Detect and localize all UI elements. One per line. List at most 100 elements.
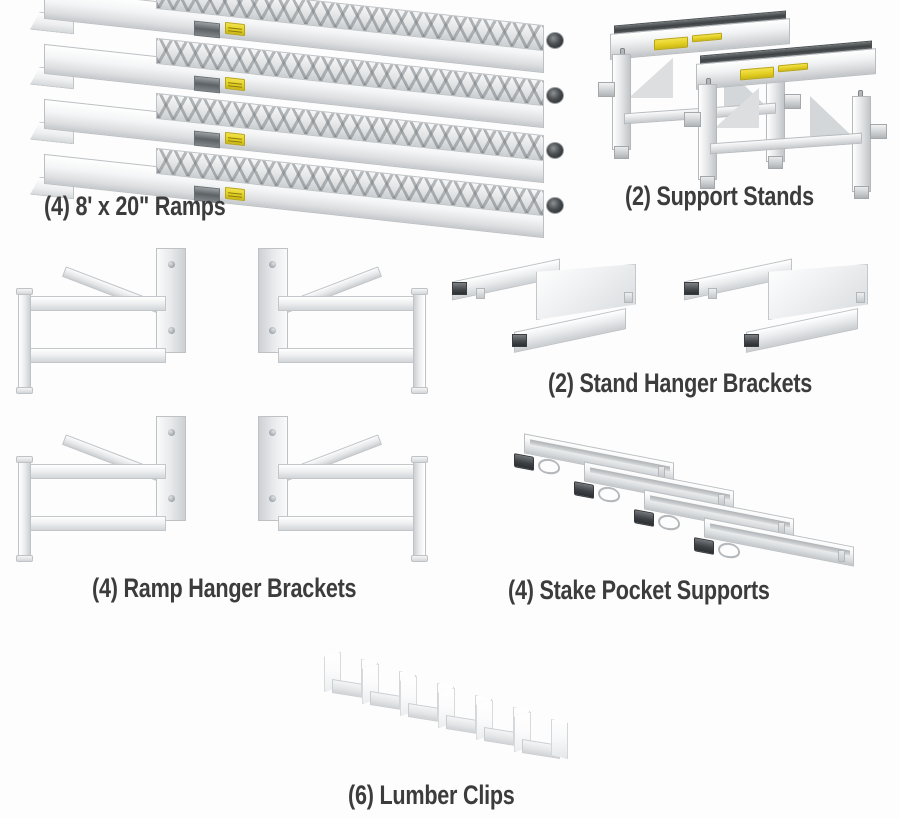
ramp-warning-label <box>225 76 245 92</box>
lumber-clip-item <box>514 712 568 762</box>
stand-foot <box>614 146 629 159</box>
ramp-item <box>6 92 572 186</box>
stand-hanger-bracket-item <box>684 258 894 370</box>
support-wire-loop <box>597 486 621 503</box>
caption-support-stands: (2) Support Stands <box>625 181 814 211</box>
product-group-stake-pocket-supports <box>508 433 854 582</box>
bracket-cap <box>16 555 33 562</box>
bracket-cap <box>16 288 33 295</box>
bracket-post <box>413 460 426 558</box>
bracket-rail-upper <box>18 464 166 479</box>
caption-stand-hanger-brackets: (2) Stand Hanger Brackets <box>548 368 813 398</box>
bracket-open-end <box>744 334 759 347</box>
ramp-tube-end <box>546 142 564 159</box>
stand-clamp <box>684 112 701 127</box>
bracket-bolt <box>168 327 175 334</box>
bracket-arm-lower <box>514 308 626 353</box>
bracket-open-end <box>512 334 527 347</box>
bracket-tab <box>624 292 633 303</box>
bracket-open-end <box>684 282 699 295</box>
stand-foot <box>854 186 869 199</box>
stand-gusset <box>629 58 673 98</box>
support-stand-item <box>682 34 892 199</box>
bracket-cap <box>16 387 33 394</box>
support-open-end <box>514 453 534 471</box>
ramp-tube-end <box>546 32 564 49</box>
bracket-bolt <box>269 495 276 502</box>
bracket-rail-upper <box>278 296 426 311</box>
stand-clamp <box>598 82 615 97</box>
stand-foot <box>768 156 783 169</box>
stand-foot <box>700 176 715 189</box>
bracket-tab <box>708 288 717 299</box>
product-group-ramp-hanger-brackets <box>16 248 428 578</box>
bracket-bolt <box>168 429 175 436</box>
bracket-bolt <box>269 327 276 334</box>
bracket-rail-lower <box>18 348 166 363</box>
ramp-hanger-bracket-item <box>16 416 218 576</box>
product-group-lumber-clips <box>324 652 606 772</box>
ramp-hanger-bracket-item <box>16 248 218 408</box>
bracket-rail-lower <box>278 516 426 531</box>
support-wire-loop <box>537 458 561 475</box>
bracket-cap <box>411 387 428 394</box>
ramp-hanger-bracket-item <box>226 248 428 408</box>
stand-clamp <box>870 124 887 139</box>
ramp-item <box>6 37 572 131</box>
bracket-arm-lower <box>746 308 858 353</box>
bracket-tab <box>476 288 485 299</box>
bracket-open-end <box>452 282 467 295</box>
bracket-rail-lower <box>18 516 166 531</box>
stand-crossbar <box>710 132 862 155</box>
ramp-fitting <box>194 75 220 94</box>
caption-ramp-hanger-brackets: (4) Ramp Hanger Brackets <box>92 573 357 603</box>
ramp-item <box>6 147 572 241</box>
bracket-bolt <box>168 261 175 268</box>
bracket-rail-upper <box>18 296 166 311</box>
product-group-ramps <box>6 0 586 252</box>
clip-wall-right <box>551 719 568 759</box>
stand-hanger-bracket-item <box>452 258 662 370</box>
stand-leg <box>698 84 717 180</box>
support-open-end <box>574 481 594 499</box>
stand-gusset <box>715 88 759 128</box>
bracket-bolt <box>269 429 276 436</box>
product-group-support-stands <box>596 4 896 199</box>
bracket-cap <box>411 555 428 562</box>
stand-gusset <box>810 96 852 136</box>
ramp-warning-label <box>225 186 245 202</box>
bracket-bolt <box>269 261 276 268</box>
stand-clamp <box>784 94 801 109</box>
support-wire-loop <box>717 542 741 559</box>
support-open-end <box>634 509 654 527</box>
bracket-post <box>413 292 426 390</box>
stake-pocket-support-item <box>688 517 858 578</box>
ramp-tube-end <box>546 197 564 214</box>
ramp-warning-label <box>225 21 245 37</box>
ramp-hanger-bracket-pair <box>16 416 428 576</box>
ramp-item <box>6 0 572 76</box>
bracket-cap <box>16 456 33 463</box>
product-group-stand-hanger-brackets <box>452 258 896 372</box>
ramp-warning-label <box>225 131 245 147</box>
support-open-end <box>694 537 714 555</box>
bracket-rail-lower <box>278 348 426 363</box>
bracket-tab <box>856 292 865 303</box>
bracket-bolt <box>168 495 175 502</box>
bracket-cap <box>411 456 428 463</box>
ramp-fitting <box>194 130 220 149</box>
support-wire-loop <box>657 514 681 531</box>
caption-lumber-clips: (6) Lumber Clips <box>348 780 515 810</box>
support-fin <box>838 550 845 562</box>
bracket-cap <box>411 288 428 295</box>
bracket-rail-upper <box>278 464 426 479</box>
bracket-post <box>18 460 31 558</box>
bracket-post <box>18 292 31 390</box>
ramp-tube-end <box>546 87 564 104</box>
ramp-fitting <box>194 20 220 39</box>
stand-leg <box>612 54 631 150</box>
ramp-hanger-bracket-item <box>226 416 428 576</box>
ramp-hanger-bracket-pair <box>16 248 428 408</box>
caption-ramps: (4) 8' x 20" Ramps <box>44 191 226 221</box>
